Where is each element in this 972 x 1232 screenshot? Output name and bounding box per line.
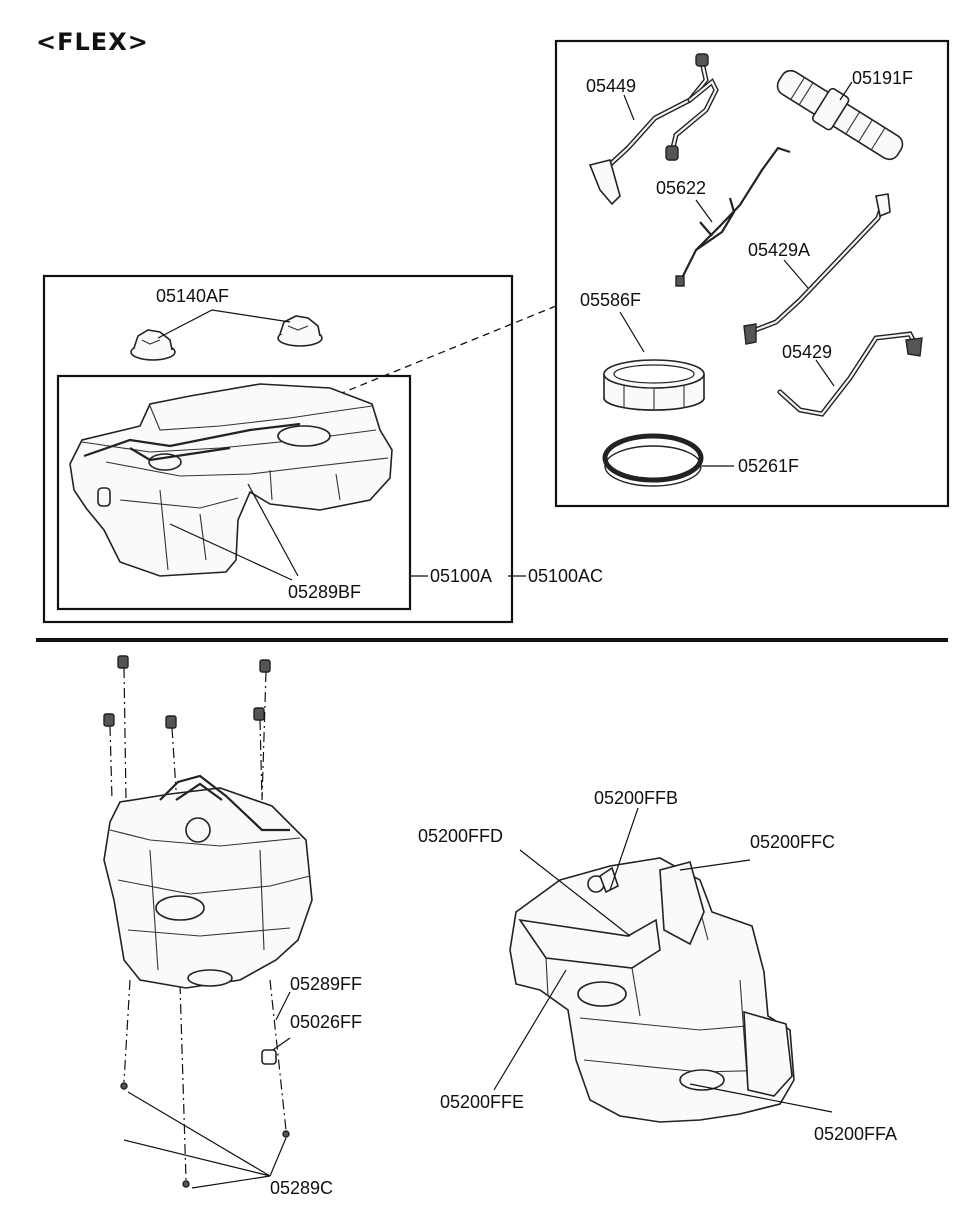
lock-ring-05586F [603, 359, 705, 411]
connector-05191F [776, 69, 904, 161]
label-05026FF: 05026FF [290, 1012, 362, 1032]
leader-05191F [839, 81, 853, 101]
leader-05289C-b [191, 1175, 271, 1189]
leader-05586F [619, 311, 645, 353]
leader-05200FFB [609, 807, 639, 891]
cap-05140AF-right [277, 315, 323, 347]
label-05100A: 05100A [430, 566, 492, 586]
label-05289C: 05289C [270, 1178, 333, 1198]
label-05289FF: 05289FF [290, 974, 362, 994]
label-05429A: 05429A [748, 240, 810, 260]
fuel-tank-lower-right [509, 857, 795, 1123]
leader-05289C-d [123, 1139, 271, 1177]
detail-frame-left [42, 274, 514, 624]
leader-05140AF [157, 309, 291, 339]
leader-05289C-c [269, 1137, 287, 1177]
wire-harness-05622 [675, 146, 791, 287]
fuel-tube-05429A [743, 193, 891, 345]
label-05191F: 05191F [852, 68, 913, 88]
label-05200FFA: 05200FFA [814, 1124, 897, 1144]
tank-inner-frame [56, 374, 412, 611]
fuel-tank-05100A [69, 383, 393, 577]
leader-05289BF-b [169, 523, 293, 581]
label-05261F: 05261F [738, 456, 799, 476]
label-05622: 05622 [656, 178, 706, 198]
label-05140AF: 05140AF [156, 286, 229, 306]
label-05586F: 05586F [580, 290, 641, 310]
cap-05140AF-left [130, 329, 176, 361]
label-05200FFE: 05200FFE [440, 1092, 524, 1112]
label-05429: 05429 [782, 342, 832, 362]
leader-05289C-a [127, 1091, 271, 1177]
leader-05200FFE [493, 969, 567, 1091]
leader-05622 [695, 199, 713, 223]
leader-05200FFA [689, 1083, 833, 1113]
label-05200FFB: 05200FFB [594, 788, 678, 808]
gasket-05261F [602, 433, 704, 487]
label-05449: 05449 [586, 76, 636, 96]
straps-and-bolts [103, 655, 290, 1188]
label-05200FFC: 05200FFC [750, 832, 835, 852]
fuel-tube-05429 [777, 331, 923, 417]
fuel-tank-lower-left [103, 774, 313, 989]
leader-05449 [623, 94, 635, 121]
leader-05289BF-a [247, 483, 299, 577]
label-05200FFD: 05200FFD [418, 826, 503, 846]
label-05289BF: 05289BF [288, 582, 361, 602]
diagram-title: <FLEX> [36, 28, 149, 56]
fuel-line-05449 [588, 53, 719, 206]
leader-05200FFC [679, 859, 751, 871]
leader-05200FFD [519, 849, 631, 937]
detail-frame-right [554, 39, 950, 508]
bracket-05026FF [261, 1049, 277, 1065]
label-05100AC: 05100AC [528, 566, 603, 586]
leader-05429 [815, 359, 835, 387]
leader-05289FF [275, 991, 291, 1021]
leader-05429A [783, 259, 809, 289]
